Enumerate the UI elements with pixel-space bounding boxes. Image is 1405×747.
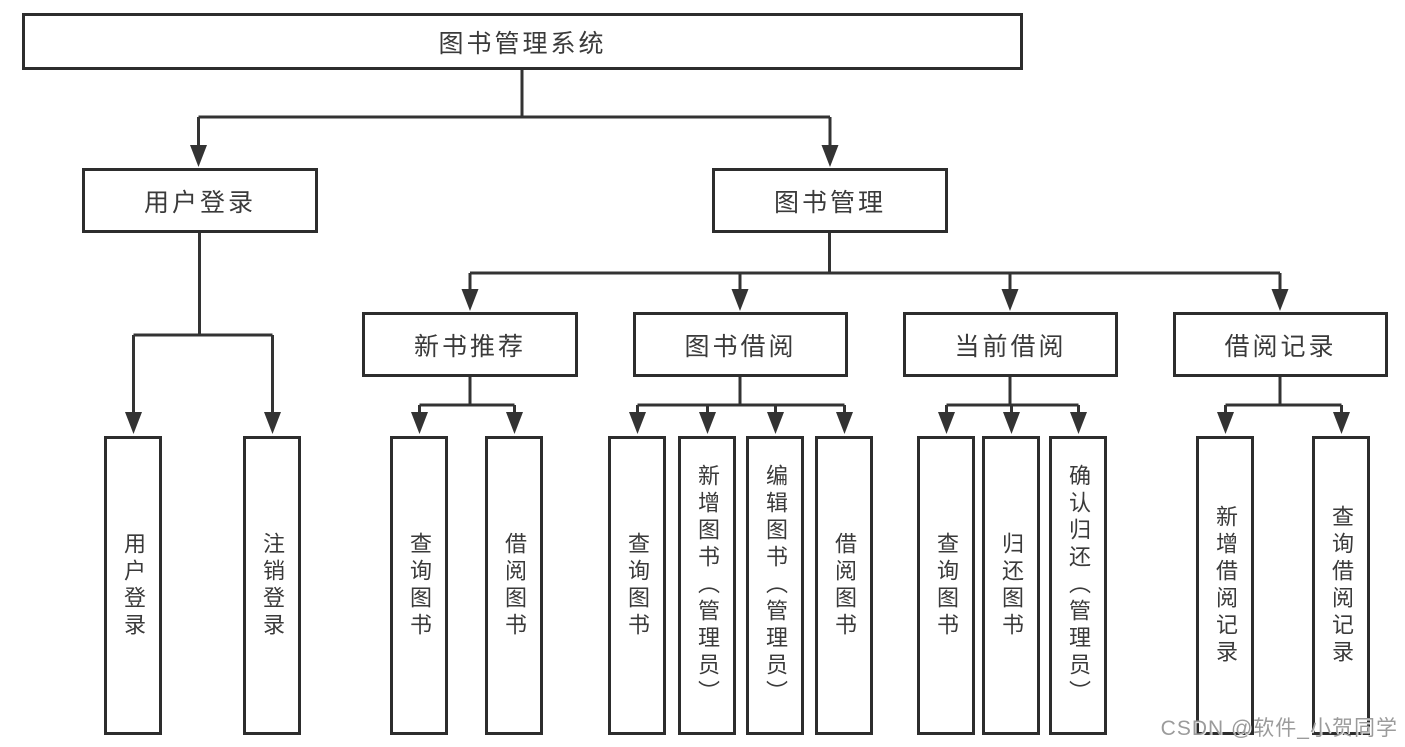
node-label: 新增借阅记录 [1213, 504, 1238, 667]
node-new-book-recommend: 新书推荐 [362, 312, 578, 377]
leaf-user-login: 用户登录 [104, 436, 162, 735]
node-label: 借阅图书 [502, 531, 527, 640]
node-label: 新增图书（管理员） [695, 464, 720, 707]
leaf-return-book: 归还图书 [982, 436, 1040, 735]
leaf-recommend-query-book: 查询图书 [390, 436, 448, 735]
node-label: 借阅记录 [1224, 332, 1337, 361]
node-label: 确认归还（管理员） [1066, 464, 1091, 707]
node-label: 图书管理系统 [438, 29, 607, 58]
leaf-borrowing-query-book: 查询图书 [608, 436, 666, 735]
node-label: 当前借阅 [954, 332, 1067, 361]
node-library-management-system: 图书管理系统 [22, 13, 1023, 70]
node-user-login: 用户登录 [82, 168, 318, 233]
leaf-add-book-admin: 新增图书（管理员） [678, 436, 736, 735]
node-label: 借阅图书 [832, 531, 857, 640]
leaf-borrowing-borrow-book: 借阅图书 [815, 436, 873, 735]
node-label: 注销登录 [260, 531, 285, 640]
node-borrow-records: 借阅记录 [1173, 312, 1388, 377]
leaf-query-borrow-record: 查询借阅记录 [1312, 436, 1370, 735]
leaf-logout-login: 注销登录 [243, 436, 301, 735]
node-label: 新书推荐 [413, 332, 526, 361]
node-label: 查询图书 [407, 531, 432, 640]
node-label: 用户登录 [143, 188, 256, 217]
leaf-current-query-book: 查询图书 [917, 436, 975, 735]
node-label: 编辑图书（管理员） [763, 464, 788, 707]
node-label: 用户登录 [121, 531, 146, 640]
node-label: 图书管理 [773, 188, 886, 217]
node-current-borrowing: 当前借阅 [903, 312, 1118, 377]
leaf-recommend-borrow-book: 借阅图书 [485, 436, 543, 735]
leaf-add-borrow-record: 新增借阅记录 [1196, 436, 1254, 735]
node-label: 查询图书 [934, 531, 959, 640]
node-label: 查询图书 [625, 531, 650, 640]
node-label: 图书借阅 [684, 332, 797, 361]
node-label: 查询借阅记录 [1329, 504, 1354, 667]
node-label: 归还图书 [999, 531, 1024, 640]
node-book-borrowing: 图书借阅 [633, 312, 848, 377]
node-book-management: 图书管理 [712, 168, 948, 233]
leaf-edit-book-admin: 编辑图书（管理员） [746, 436, 804, 735]
leaf-confirm-return-admin: 确认归还（管理员） [1049, 436, 1107, 735]
